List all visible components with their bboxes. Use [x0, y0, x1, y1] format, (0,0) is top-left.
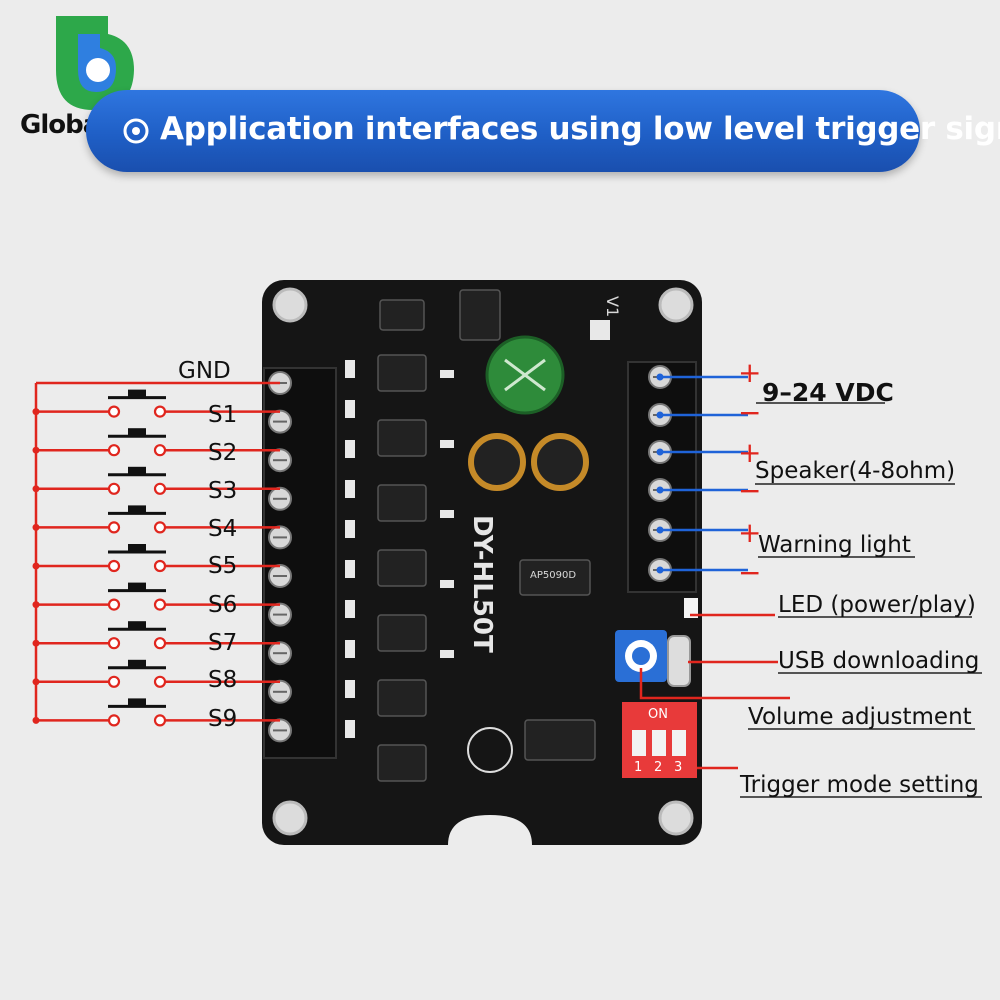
pin-label-s5: S5 [208, 553, 238, 579]
output-wiring [639, 373, 982, 798]
dip-number-1: 1 [634, 760, 643, 775]
bus-node-4 [32, 523, 40, 531]
board-version: V1 [603, 296, 622, 318]
switch-cap-7 [128, 621, 146, 630]
switch-contact-a-2 [107, 444, 121, 457]
pin-label-s7: S7 [208, 630, 238, 656]
switch-contact-b-5 [153, 559, 167, 573]
output-node-2 [656, 448, 664, 456]
output-node-0 [656, 373, 664, 381]
switch-cap-1 [128, 389, 146, 398]
logo-icon [56, 16, 134, 110]
warning-minus-sign: − [738, 556, 762, 589]
banner-title: Application interfaces using low level t… [160, 111, 1000, 147]
power-plus-sign: + [738, 356, 762, 389]
bus-node-3 [32, 485, 40, 493]
left-terminal-screws [268, 371, 292, 743]
dip-number-2: 2 [654, 760, 663, 775]
pin-label-gnd: GND [178, 358, 231, 384]
bus-node-9 [32, 716, 40, 724]
switch-contact-b-4 [153, 521, 167, 534]
switch-contact-b-6 [153, 598, 167, 611]
switch-contact-b-1 [153, 405, 167, 418]
bus-node-2 [32, 446, 40, 454]
pin-label-s4: S4 [208, 516, 238, 542]
bus-node-7 [32, 639, 40, 647]
speaker-minus-sign: − [738, 474, 762, 507]
output-node-4 [656, 526, 664, 534]
warning-plus-sign: + [738, 516, 762, 549]
target-icon [123, 118, 149, 144]
switch-contact-a-6 [107, 598, 121, 611]
switch-contact-b-7 [153, 637, 167, 650]
switch-contact-b-3 [153, 482, 167, 495]
switch-contact-b-8 [153, 675, 167, 688]
pin-label-s2: S2 [208, 440, 238, 466]
speaker-plus-sign: + [738, 436, 762, 469]
switch-contact-a-8 [107, 675, 121, 688]
board-model: DY-HL50T [467, 515, 497, 653]
switch-contact-a-5 [107, 559, 121, 573]
switch-cap-9 [128, 698, 146, 707]
switch-contact-a-3 [107, 482, 121, 495]
trigger-wiring [32, 381, 280, 727]
title-banner [86, 90, 920, 172]
pcb-board [262, 280, 702, 845]
pin-label-s9: S9 [208, 706, 238, 732]
switch-cap-5 [128, 544, 146, 552]
switch-cap-8 [128, 659, 146, 668]
pin-label-s8: S8 [208, 667, 238, 693]
label-warning: Warning light [758, 532, 911, 558]
switch-contact-a-7 [107, 637, 121, 650]
switch-cap-4 [128, 505, 146, 514]
output-node-5 [656, 566, 664, 574]
bus-node-5 [32, 562, 40, 570]
pin-label-s1: S1 [208, 402, 238, 428]
callout-line-2 [639, 668, 790, 700]
label-trigger: Trigger mode setting [740, 772, 979, 798]
switch-contact-a-1 [107, 405, 121, 418]
bus-node-1 [32, 408, 40, 416]
power-minus-sign: − [738, 396, 762, 429]
label-led: LED (power/play) [778, 592, 976, 618]
switch-contact-b-2 [153, 444, 167, 457]
dip-on-label: ON [648, 707, 668, 722]
board-chip: AP5090D [530, 570, 577, 581]
switch-contact-a-9 [107, 714, 121, 727]
pin-label-s6: S6 [208, 592, 238, 618]
switch-contact-a-4 [107, 521, 121, 534]
label-power: 9–24 VDC [762, 378, 894, 407]
dip-number-3: 3 [674, 760, 683, 775]
label-usb: USB downloading [778, 648, 980, 674]
bus-node-6 [32, 601, 40, 609]
output-node-3 [656, 486, 664, 494]
label-speaker: Speaker(4-8ohm) [755, 458, 956, 484]
switch-contact-b-9 [153, 714, 167, 727]
label-volume: Volume adjustment [748, 704, 972, 730]
pin-label-s3: S3 [208, 478, 238, 504]
switch-cap-2 [128, 428, 146, 437]
switch-cap-3 [128, 466, 146, 475]
bus-node-8 [32, 678, 40, 686]
switch-cap-6 [128, 582, 146, 591]
output-node-1 [656, 411, 664, 419]
